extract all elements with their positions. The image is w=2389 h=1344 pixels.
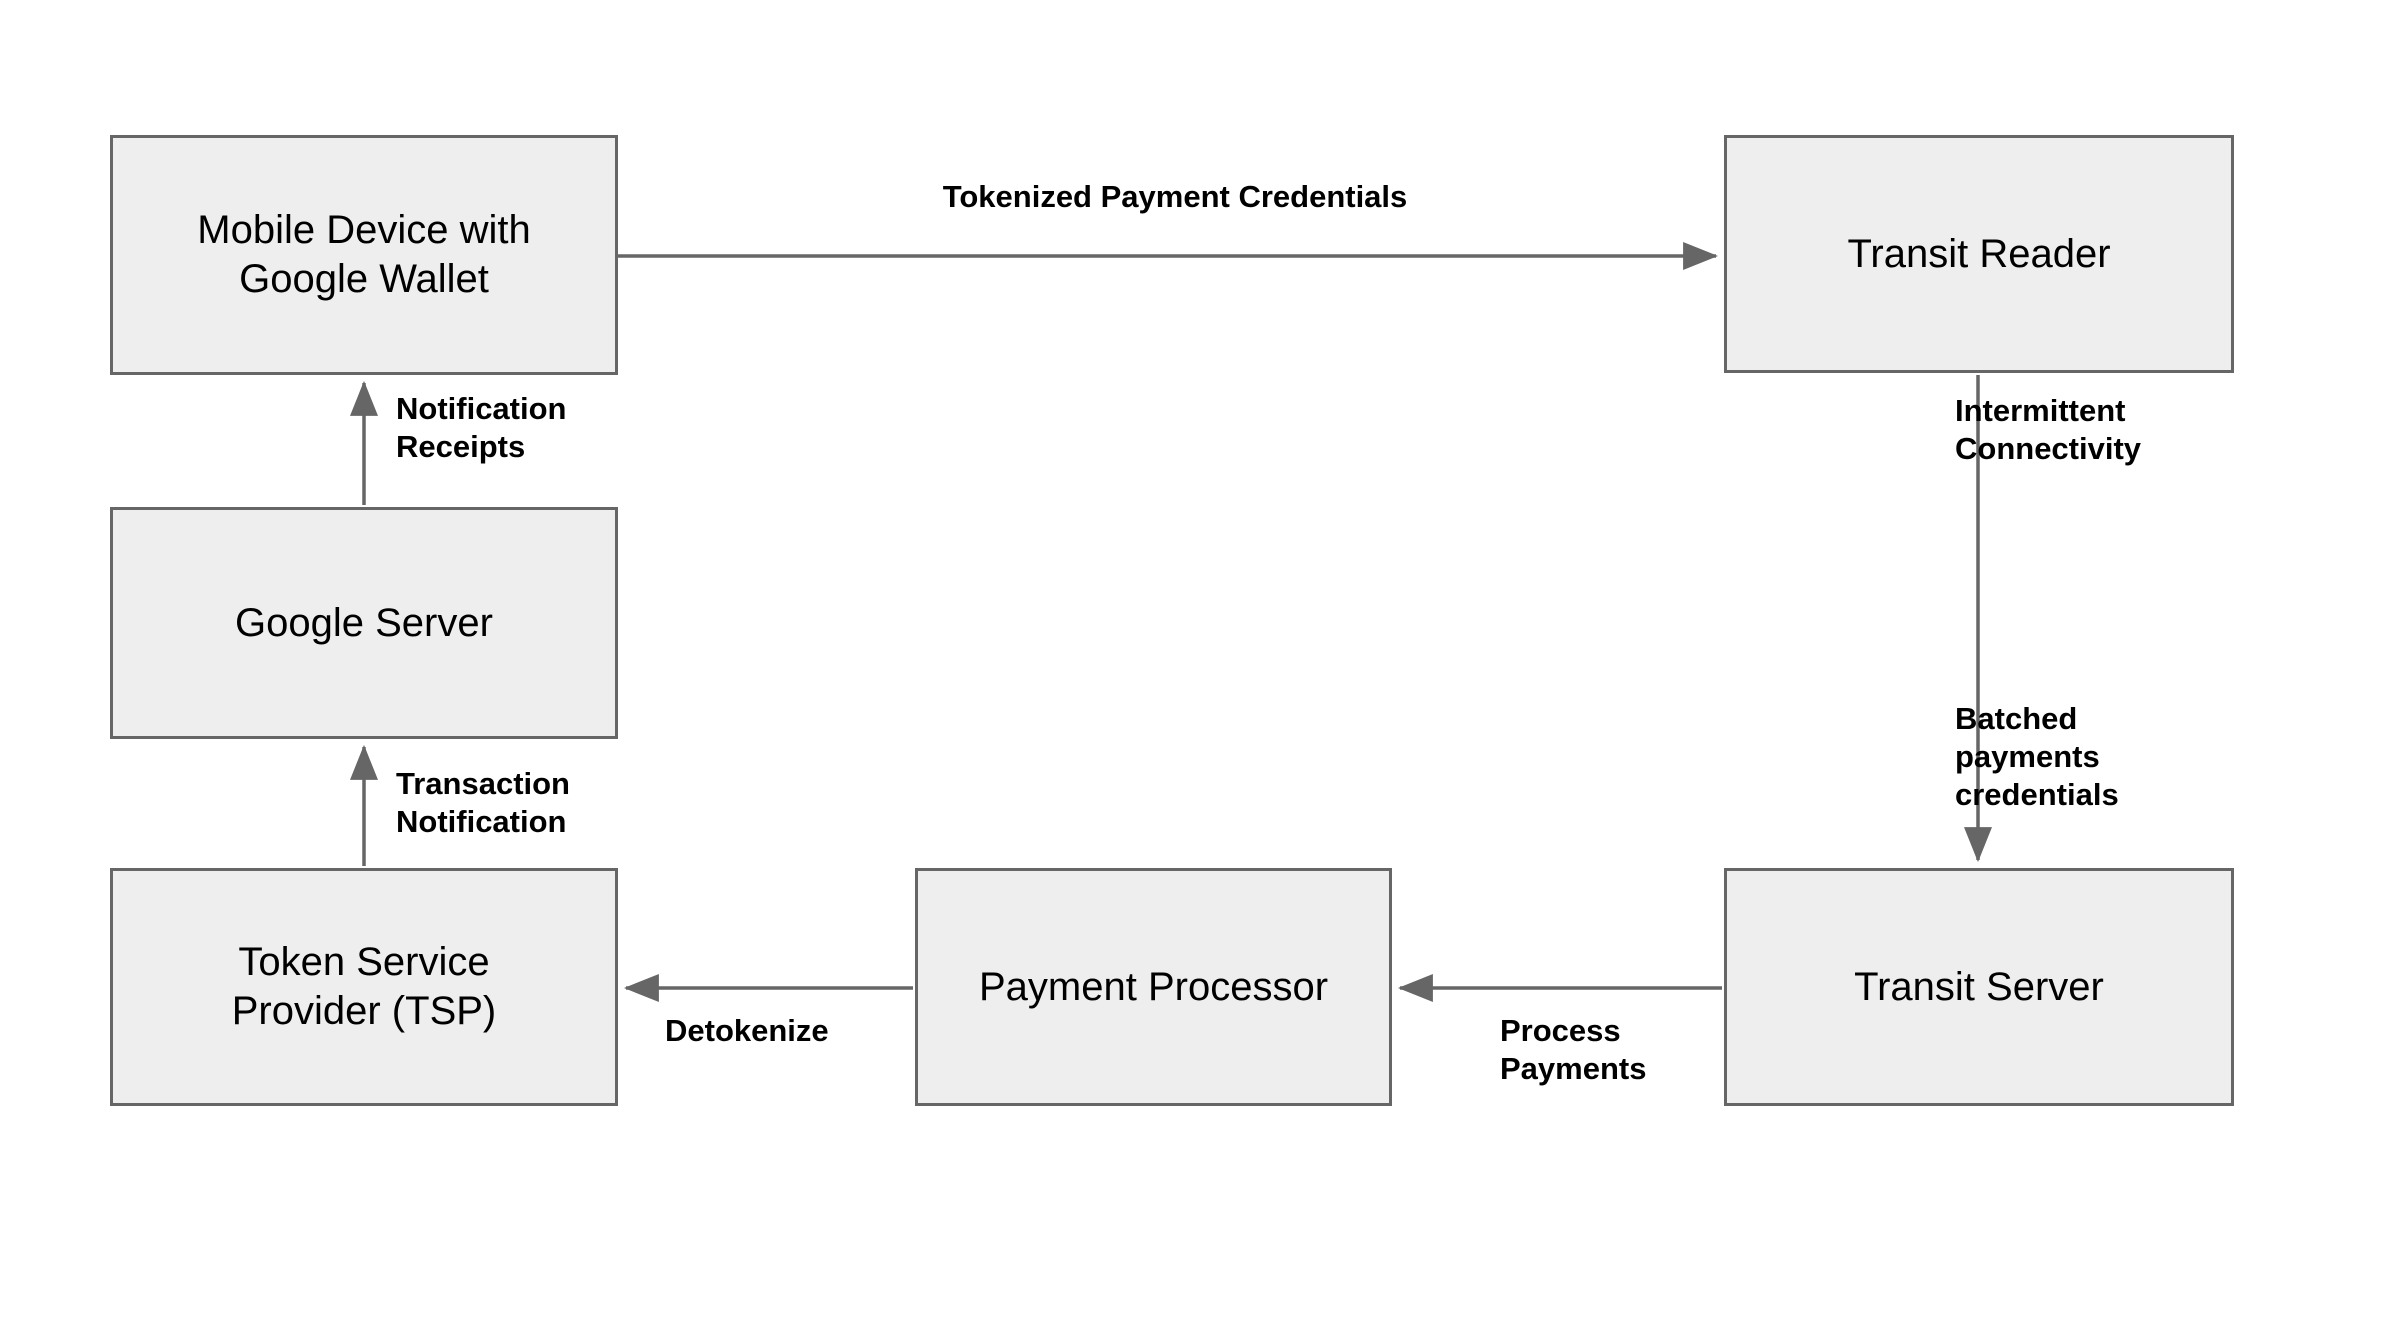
edge-label-notification-receipts: Notification Receipts: [396, 391, 567, 464]
node-transit-server[interactable]: Transit Server: [1724, 868, 2234, 1106]
edge-label-tokenized-payment-credentials: Tokenized Payment Credentials: [942, 179, 1408, 214]
node-transit-reader[interactable]: Transit Reader: [1724, 135, 2234, 373]
node-google-server[interactable]: Google Server: [110, 507, 618, 739]
edge-label-intermittent-connectivity: Intermittent Connectivity: [1955, 393, 2142, 466]
node-payment-processor[interactable]: Payment Processor: [915, 868, 1392, 1106]
edge-label-process-payments: Process Payments: [1500, 1013, 1647, 1086]
edge-label-transaction-notification: Transaction Notification: [396, 766, 570, 839]
edge-label-batched-payments-credentials: Batched payments credentials: [1955, 701, 2119, 812]
node-token-service-provider[interactable]: Token Service Provider (TSP): [110, 868, 618, 1106]
node-mobile-device-with-google-wallet[interactable]: Mobile Device with Google Wallet: [110, 135, 618, 375]
edge-label-detokenize: Detokenize: [665, 1013, 829, 1048]
